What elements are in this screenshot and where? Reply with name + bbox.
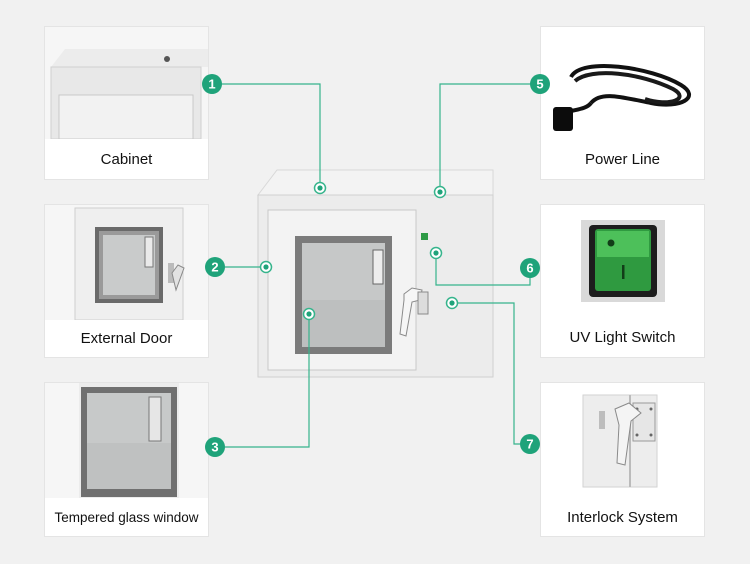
dot-7	[445, 296, 459, 310]
label-external-door: External Door	[45, 320, 208, 357]
dot-2	[259, 260, 273, 274]
label-tempered-glass: Tempered glass window	[45, 498, 208, 536]
pass-box	[256, 169, 494, 378]
badge-7-number: 7	[526, 437, 533, 452]
power-line-photo	[541, 27, 704, 139]
card-uv-switch: UV Light Switch	[541, 205, 704, 357]
card-tempered-glass: Tempered glass window	[45, 383, 208, 536]
badge-6-number: 6	[526, 261, 533, 276]
label-power-line: Power Line	[541, 139, 704, 179]
badge-1: 1	[202, 74, 222, 94]
leader-line-3	[212, 314, 310, 448]
interlock-photo	[541, 383, 704, 498]
label-uv-switch: UV Light Switch	[541, 317, 704, 357]
power-line-image	[541, 27, 704, 139]
uv-switch-photo	[541, 205, 704, 317]
external-door-image	[45, 205, 208, 320]
dot-5	[433, 185, 447, 199]
cabinet-image	[45, 27, 208, 139]
interlock-image	[541, 383, 704, 498]
uv-switch-image	[541, 205, 704, 317]
card-interlock: Interlock System	[541, 383, 704, 536]
badge-3-number: 3	[211, 440, 218, 455]
badge-2-number: 2	[211, 260, 218, 275]
external-door-photo	[45, 205, 208, 320]
cabinet-photo	[45, 27, 208, 139]
badge-2: 2	[205, 257, 225, 277]
dot-1	[313, 181, 327, 195]
leader-line-1	[212, 83, 321, 188]
number-badges: 1 2 3 5 6 7	[202, 74, 550, 457]
tempered-glass-photo	[45, 383, 208, 498]
tempered-glass-image	[45, 383, 208, 498]
leader-line-5	[439, 83, 540, 192]
badge-6: 6	[520, 258, 540, 278]
card-power-line: Power Line	[541, 27, 704, 179]
badge-7: 7	[520, 434, 540, 454]
dot-3	[302, 307, 316, 321]
target-dots	[259, 181, 459, 321]
card-cabinet: Cabinet	[45, 27, 208, 179]
badge-5: 5	[530, 74, 550, 94]
badge-3: 3	[205, 437, 225, 457]
badge-1-number: 1	[208, 77, 215, 92]
label-cabinet: Cabinet	[45, 139, 208, 179]
dot-6	[429, 246, 443, 260]
card-external-door: External Door	[45, 205, 208, 357]
label-interlock: Interlock System	[541, 498, 704, 536]
badge-5-number: 5	[536, 77, 543, 92]
